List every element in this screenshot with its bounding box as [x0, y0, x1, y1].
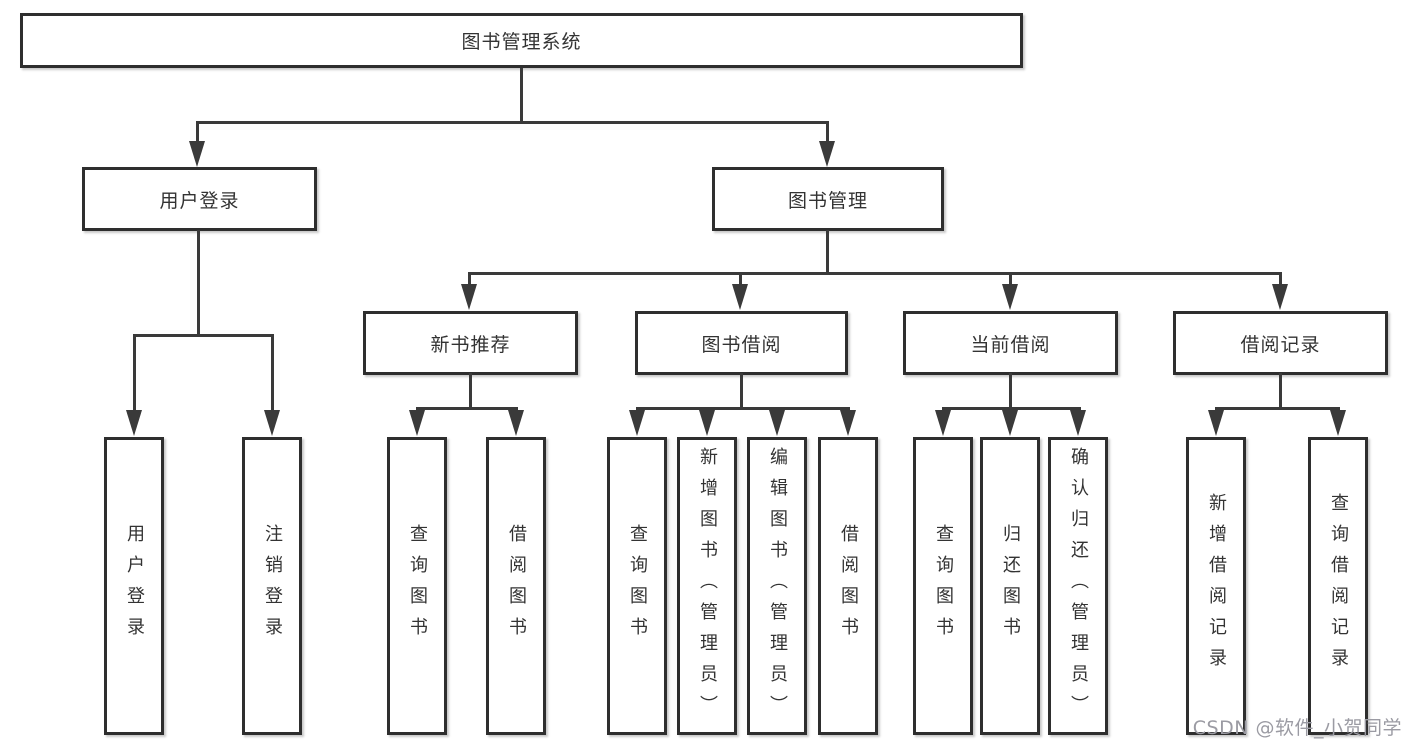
arrow-down-icon: [508, 410, 524, 436]
arrow-down-icon: [1330, 410, 1346, 436]
arrow-down-icon: [1272, 284, 1288, 310]
leaf-add-borrow-record: 新增借阅记录: [1186, 437, 1246, 735]
connector-vline: [1279, 272, 1282, 287]
connector-vline: [826, 230, 829, 275]
arrow-down-icon: [189, 141, 205, 167]
connector-vline: [133, 334, 136, 412]
leaf-confirm-return-admin: 确认归还（管理员）: [1048, 437, 1108, 735]
connector-vline: [739, 272, 742, 287]
connector-vline: [197, 230, 200, 336]
node-borrowing-records: 借阅记录: [1173, 311, 1388, 375]
node-label: 图书管理系统: [461, 31, 582, 53]
node-library-management-system: 图书管理系统: [20, 13, 1023, 68]
node-current-borrowing: 当前借阅: [903, 311, 1118, 375]
node-label: 用户登录: [159, 189, 240, 212]
connector-hline: [636, 407, 850, 410]
connector-hline: [1215, 407, 1340, 410]
connector-vline: [468, 272, 471, 287]
leaf-query-books-2: 查询图书: [607, 437, 667, 735]
connector-vline: [196, 121, 199, 143]
arrow-down-icon: [1070, 410, 1086, 436]
connector-vline: [271, 334, 274, 412]
connector-vline: [1279, 373, 1282, 410]
arrow-down-icon: [935, 410, 951, 436]
arrow-down-icon: [699, 410, 715, 436]
arrow-down-icon: [840, 410, 856, 436]
leaf-logout-login: 注销登录: [242, 437, 302, 735]
connector-vline: [740, 373, 743, 410]
watermark: CSDN @软件_小贺同学: [1192, 717, 1402, 739]
leaf-borrow-books-2: 借阅图书: [818, 437, 878, 735]
arrow-down-icon: [126, 410, 142, 436]
connector-hline: [197, 121, 829, 124]
arrow-down-icon: [732, 284, 748, 310]
connector-hline: [416, 407, 518, 410]
arrow-down-icon: [1002, 410, 1018, 436]
arrow-down-icon: [1208, 410, 1224, 436]
connector-vline: [1009, 272, 1012, 287]
leaf-user-login: 用户登录: [104, 437, 164, 735]
leaf-return-books: 归还图书: [980, 437, 1040, 735]
connector-vline: [520, 68, 523, 124]
node-label: 图书管理: [787, 189, 868, 212]
node-book-management: 图书管理: [712, 167, 944, 231]
connector-vline: [826, 121, 829, 143]
arrow-down-icon: [264, 410, 280, 436]
arrow-down-icon: [1002, 284, 1018, 310]
node-label: 图书借阅: [701, 333, 782, 356]
node-label: 新书推荐: [430, 333, 511, 356]
connector-vline: [1009, 373, 1012, 410]
node-label: 借阅记录: [1240, 333, 1321, 356]
arrow-down-icon: [769, 410, 785, 436]
leaf-borrow-books: 借阅图书: [486, 437, 546, 735]
node-new-book-recommendation: 新书推荐: [363, 311, 578, 375]
arrow-down-icon: [819, 141, 835, 167]
arrow-down-icon: [629, 410, 645, 436]
connector-hline: [942, 407, 1081, 410]
leaf-query-books-3: 查询图书: [913, 437, 973, 735]
arrow-down-icon: [409, 410, 425, 436]
node-book-borrowing: 图书借阅: [635, 311, 848, 375]
leaf-edit-books-admin: 编辑图书（管理员）: [747, 437, 807, 735]
connector-vline: [469, 373, 472, 410]
node-label: 当前借阅: [970, 333, 1051, 356]
leaf-query-books: 查询图书: [387, 437, 447, 735]
arrow-down-icon: [461, 284, 477, 310]
leaf-add-books-admin: 新增图书（管理员）: [677, 437, 737, 735]
leaf-query-borrow-record: 查询借阅记录: [1308, 437, 1368, 735]
connector-hline: [133, 334, 274, 337]
node-user-login: 用户登录: [82, 167, 317, 231]
connector-hline: [468, 272, 1282, 275]
